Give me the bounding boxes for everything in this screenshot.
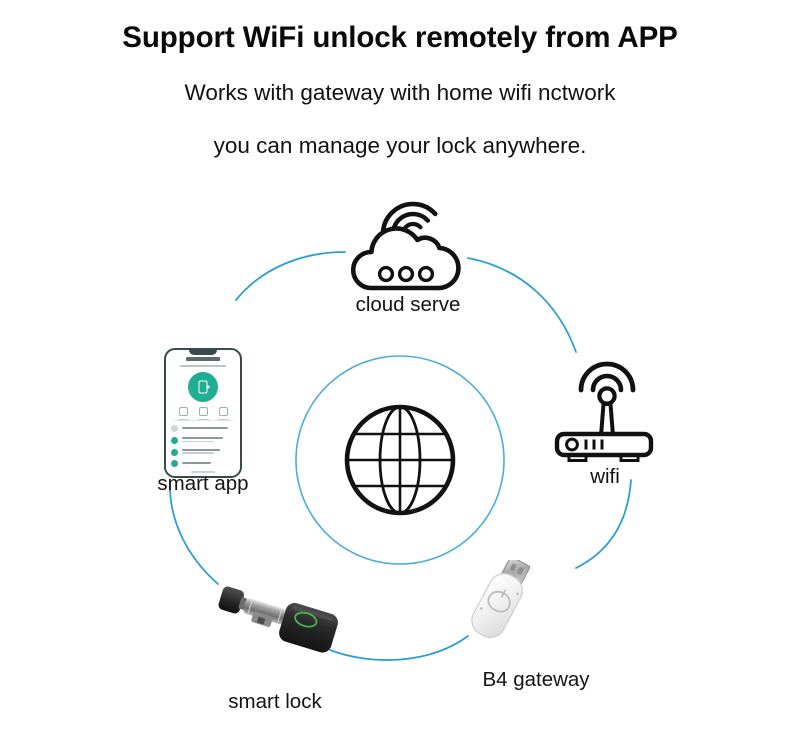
label-b4-gateway: B4 gateway: [482, 668, 590, 691]
lock-icon: [198, 380, 210, 394]
usb-gateway-dongle-icon: [471, 560, 531, 638]
label-wifi-router: wifi: [590, 465, 620, 488]
globe-icon: [344, 404, 456, 516]
node-smart-lock[interactable]: [210, 580, 340, 675]
list-item[interactable]: [171, 436, 236, 444]
phone-home-indicator: [191, 471, 215, 473]
page-title: Support WiFi unlock remotely from APP: [122, 21, 678, 54]
phone-screen: [166, 350, 240, 476]
arc-lock-to-app: [169, 485, 219, 585]
list-item[interactable]: [171, 460, 236, 468]
connection-arcs: [169, 251, 632, 661]
inner-ring: [295, 355, 505, 565]
app-feature-icon[interactable]: [197, 407, 209, 421]
node-smart-app[interactable]: [164, 348, 242, 478]
arc-cloud-to-wifi: [467, 257, 577, 353]
node-cloud-server[interactable]: [335, 188, 475, 308]
arc-wifi-to-gateway: [575, 479, 632, 569]
cloud-with-wifi-icon: [350, 201, 461, 291]
list-item-icon: [171, 436, 178, 444]
list-item-text: [181, 461, 236, 466]
app-feature-icon[interactable]: [217, 407, 229, 421]
app-subtitle-placeholder: [180, 365, 226, 368]
subtitle-line-1: Works with gateway with home wifi nctwor…: [184, 80, 616, 106]
app-icon-row: [173, 407, 233, 422]
arc-app-to-cloud: [235, 251, 346, 301]
list-item-icon: [171, 425, 178, 433]
label-cloud-server: cloud serve: [355, 293, 461, 316]
list-item-text: [181, 436, 236, 444]
app-feature-icon[interactable]: [177, 407, 189, 421]
wifi-router-icon: [554, 361, 654, 462]
label-smart-lock: smart lock: [228, 690, 322, 713]
node-globe-center: [330, 390, 470, 530]
node-b4-gateway[interactable]: [462, 560, 582, 665]
arc-gateway-to-lock: [329, 635, 469, 661]
smart-cylinder-lock-icon: [218, 586, 338, 653]
label-smart-app: smart app: [157, 472, 249, 495]
list-item[interactable]: [171, 425, 236, 433]
list-item[interactable]: [171, 448, 236, 456]
header-block: Support WiFi unlock remotely from APP Wo…: [0, 0, 800, 159]
app-unlock-button[interactable]: [188, 372, 218, 403]
subtitle-line-2: you can manage your lock anywhere.: [213, 133, 587, 159]
app-title-placeholder: [186, 357, 220, 361]
smartphone-app-icon: [164, 348, 242, 478]
list-item-icon: [171, 460, 178, 468]
node-wifi-router[interactable]: [545, 360, 665, 470]
list-item-text: [181, 427, 236, 431]
list-item-text: [181, 448, 236, 456]
list-item-icon: [171, 448, 178, 456]
network-topology-diagram: cloud serve: [0, 180, 800, 746]
phone-notch: [189, 350, 217, 355]
